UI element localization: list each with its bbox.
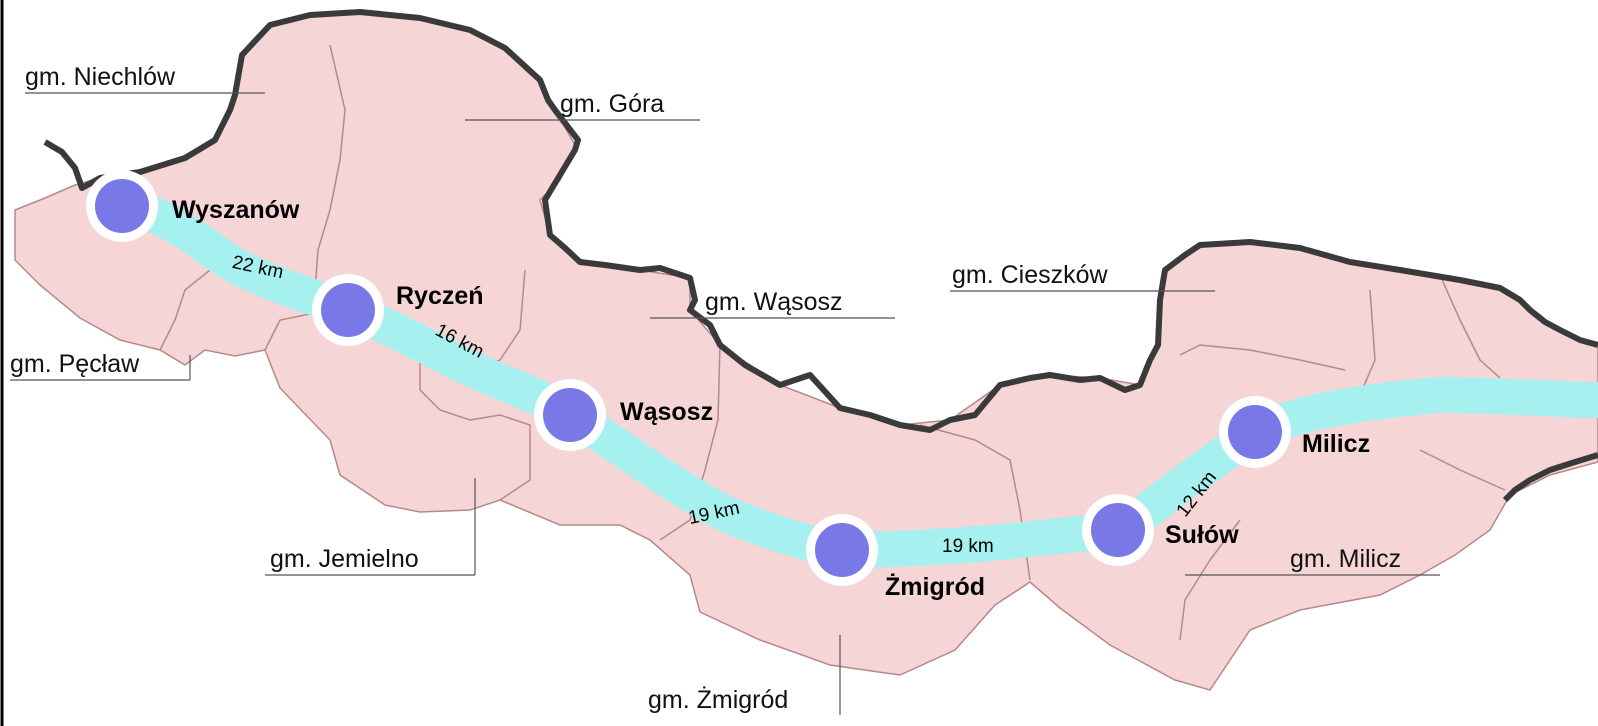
town-label-wyszanow: Wyszanów bbox=[172, 196, 300, 224]
district-boundary-east bbox=[1502, 452, 1598, 503]
town-marker-icon[interactable] bbox=[534, 379, 606, 451]
region-label-gora: gm. Góra bbox=[560, 90, 664, 118]
town-marker-icon[interactable] bbox=[1082, 494, 1154, 566]
town-label-milicz: Milicz bbox=[1302, 430, 1370, 458]
region-label-cieszkow: gm. Cieszków bbox=[952, 261, 1109, 289]
inner-borders bbox=[159, 44, 1506, 641]
region-label-niechlow: gm. Niechlów bbox=[25, 63, 176, 91]
leader-lines bbox=[10, 92, 1440, 715]
town-label-sulow: Sułów bbox=[1165, 521, 1239, 549]
distance-label-zmigrod-sulow: 19 km bbox=[942, 536, 994, 557]
region-label-zmigrod: gm. Żmigród bbox=[648, 685, 788, 714]
town-label-ryczen: Ryczeń bbox=[396, 282, 484, 310]
town-marker-icon[interactable] bbox=[312, 274, 384, 346]
town-marker-icon[interactable] bbox=[86, 170, 158, 242]
town-marker-icon[interactable] bbox=[806, 514, 878, 586]
region-label-jemielno: gm. Jemielno bbox=[270, 545, 419, 573]
region-label-milicz: gm. Milicz bbox=[1290, 545, 1401, 573]
region-label-peclaw: gm. Pęcław bbox=[10, 350, 140, 378]
region-label-wasosz: gm. Wąsosz bbox=[705, 288, 843, 316]
municipality-land bbox=[14, 11, 1598, 691]
town-marker-icon[interactable] bbox=[1219, 396, 1291, 468]
district-boundary bbox=[43, 9, 1598, 433]
town-label-wasosz: Wąsosz bbox=[620, 398, 713, 426]
town-label-zmigrod: Żmigród bbox=[885, 573, 985, 601]
